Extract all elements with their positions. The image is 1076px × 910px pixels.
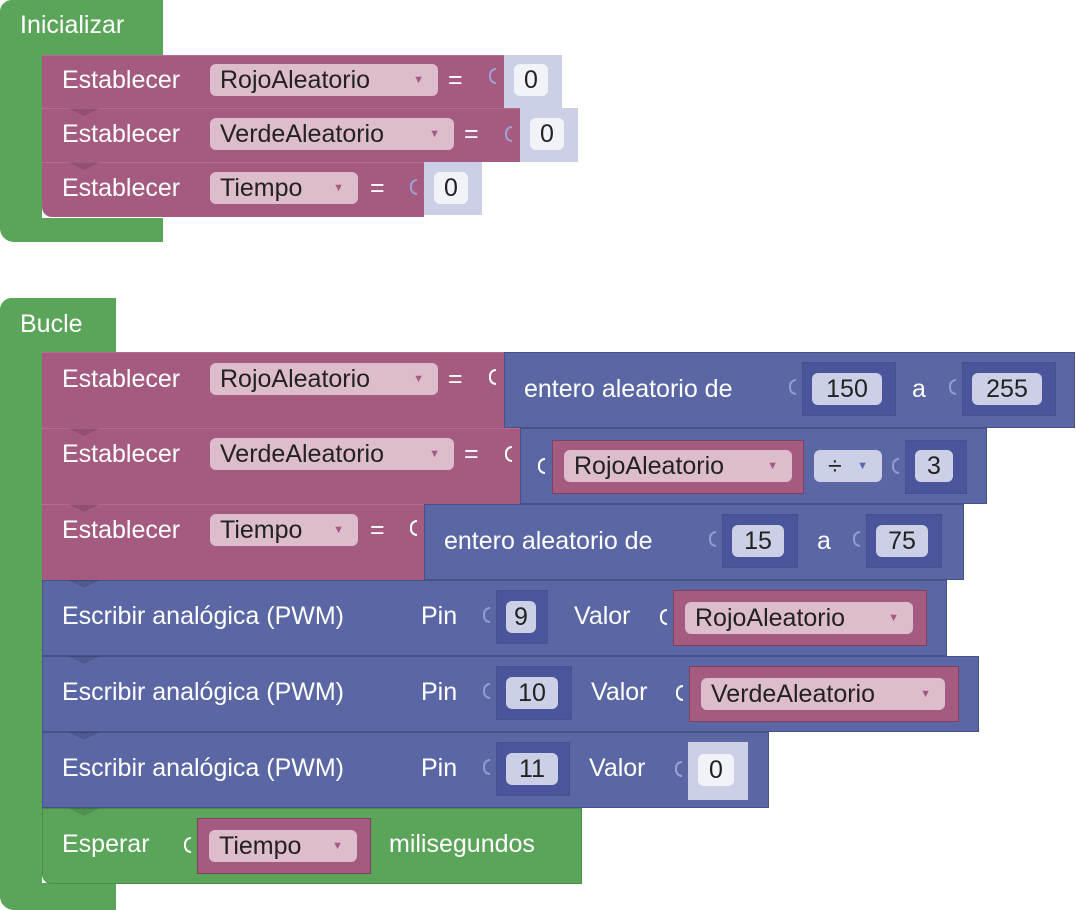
pin-field[interactable]: 11 bbox=[506, 753, 558, 785]
random-int-label: entero aleatorio de bbox=[524, 375, 733, 403]
value-label: Valor bbox=[591, 678, 648, 706]
connector-tab-icon bbox=[483, 759, 490, 775]
variable-dropdown-tiempo[interactable]: Tiempo▼ bbox=[209, 830, 357, 862]
dropdown-triangle-icon: ▼ bbox=[888, 612, 899, 624]
pwm-label: Escribir analógica (PWM) bbox=[62, 678, 345, 706]
variable-dropdown-verde[interactable]: VerdeAleatorio▼ bbox=[210, 118, 454, 150]
connector-tab-icon bbox=[892, 458, 899, 474]
pin-label: Pin bbox=[421, 678, 458, 706]
set-label: Establecer bbox=[62, 66, 181, 94]
connector-tab-icon bbox=[789, 379, 796, 395]
variable-dropdown-rojo[interactable]: RojoAleatorio▼ bbox=[210, 64, 438, 96]
dropdown-triangle-icon: ▼ bbox=[413, 74, 424, 86]
connector-tab-icon bbox=[505, 446, 512, 462]
dropdown-triangle-icon: ▼ bbox=[333, 182, 344, 194]
dropdown-triangle-icon: ▼ bbox=[333, 524, 344, 536]
variable-dropdown-verde[interactable]: VerdeAleatorio▼ bbox=[210, 438, 454, 470]
equals-sign: = bbox=[464, 120, 479, 148]
dropdown-triangle-icon: ▼ bbox=[767, 460, 778, 472]
to-label: a bbox=[912, 375, 926, 403]
connector-tab-icon bbox=[410, 520, 417, 536]
notch-icon bbox=[68, 808, 100, 816]
notch-icon bbox=[68, 162, 100, 170]
init-title: Inicializar bbox=[20, 11, 125, 39]
pwm-write-block-11[interactable] bbox=[42, 732, 769, 808]
connector-tab-icon bbox=[675, 761, 682, 777]
number-field-to[interactable]: 255 bbox=[972, 373, 1042, 405]
variable-dropdown-verde[interactable]: VerdeAleatorio▼ bbox=[701, 678, 945, 710]
dropdown-triangle-icon: ▼ bbox=[429, 128, 440, 140]
pwm-label: Escribir analógica (PWM) bbox=[62, 602, 345, 630]
equals-sign: = bbox=[370, 174, 385, 202]
equals-sign: = bbox=[370, 516, 385, 544]
set-label: Establecer bbox=[62, 516, 181, 544]
variable-dropdown-rojo[interactable]: RojoAleatorio▼ bbox=[210, 363, 438, 395]
dropdown-triangle-icon: ▼ bbox=[413, 373, 424, 385]
number-field[interactable]: 0 bbox=[698, 754, 734, 786]
number-field[interactable]: 0 bbox=[530, 118, 564, 150]
pin-field[interactable]: 9 bbox=[506, 601, 536, 633]
notch-icon bbox=[68, 504, 100, 512]
pin-label: Pin bbox=[421, 602, 458, 630]
dropdown-triangle-icon: ▼ bbox=[332, 840, 343, 852]
notch-icon bbox=[68, 428, 100, 436]
variable-dropdown-rojo[interactable]: RojoAleatorio▼ bbox=[685, 602, 913, 634]
number-field-from[interactable]: 150 bbox=[812, 373, 882, 405]
connector-tab-icon bbox=[660, 609, 667, 625]
equals-sign: = bbox=[464, 440, 479, 468]
number-field-to[interactable]: 75 bbox=[876, 525, 928, 557]
connector-tab-icon bbox=[853, 531, 860, 547]
loop-event-block[interactable]: Bucle bbox=[0, 298, 116, 910]
number-field[interactable]: 0 bbox=[514, 64, 548, 96]
init-event-block[interactable]: Inicializar bbox=[0, 0, 165, 242]
notch-icon bbox=[68, 108, 100, 116]
number-field[interactable]: 0 bbox=[434, 172, 468, 204]
wait-label: Esperar bbox=[62, 830, 150, 858]
pin-label: Pin bbox=[421, 754, 458, 782]
connector-tab-icon bbox=[483, 683, 490, 699]
unit-label: milisegundos bbox=[389, 830, 535, 858]
equals-sign: = bbox=[448, 66, 463, 94]
notch-icon bbox=[68, 656, 100, 664]
random-int-label: entero aleatorio de bbox=[444, 527, 653, 555]
dropdown-triangle-icon: ▼ bbox=[920, 688, 931, 700]
loop-title: Bucle bbox=[20, 310, 83, 338]
variable-dropdown-rojo[interactable]: RojoAleatorio▼ bbox=[564, 450, 792, 482]
operator-dropdown[interactable]: ÷▼ bbox=[814, 450, 882, 482]
number-field-from[interactable]: 15 bbox=[732, 525, 784, 557]
pwm-label: Escribir analógica (PWM) bbox=[62, 754, 345, 782]
dropdown-triangle-icon: ▼ bbox=[429, 448, 440, 460]
variable-dropdown-tiempo[interactable]: Tiempo▼ bbox=[210, 172, 358, 204]
dropdown-triangle-icon: ▼ bbox=[857, 460, 868, 472]
connector-tab-icon bbox=[709, 531, 716, 547]
connector-tab-icon bbox=[184, 837, 191, 853]
value-label: Valor bbox=[589, 754, 646, 782]
variable-dropdown-tiempo[interactable]: Tiempo▼ bbox=[210, 514, 358, 546]
connector-tab-icon bbox=[489, 369, 496, 385]
set-label: Establecer bbox=[62, 120, 181, 148]
connector-tab-icon bbox=[676, 685, 683, 701]
connector-tab-icon bbox=[483, 607, 490, 623]
pin-field[interactable]: 10 bbox=[506, 677, 558, 709]
connector-tab-icon bbox=[505, 126, 512, 142]
to-label: a bbox=[817, 527, 831, 555]
connector-tab-icon bbox=[489, 68, 496, 84]
connector-tab-icon bbox=[538, 458, 545, 474]
number-field-divisor[interactable]: 3 bbox=[915, 450, 953, 482]
value-label: Valor bbox=[574, 602, 631, 630]
connector-tab-icon bbox=[949, 379, 956, 395]
set-label: Establecer bbox=[62, 174, 181, 202]
notch-icon bbox=[68, 580, 100, 588]
connector-tab-icon bbox=[410, 179, 417, 195]
set-label: Establecer bbox=[62, 365, 181, 393]
equals-sign: = bbox=[448, 365, 463, 393]
notch-icon bbox=[68, 732, 100, 740]
set-label: Establecer bbox=[62, 440, 181, 468]
